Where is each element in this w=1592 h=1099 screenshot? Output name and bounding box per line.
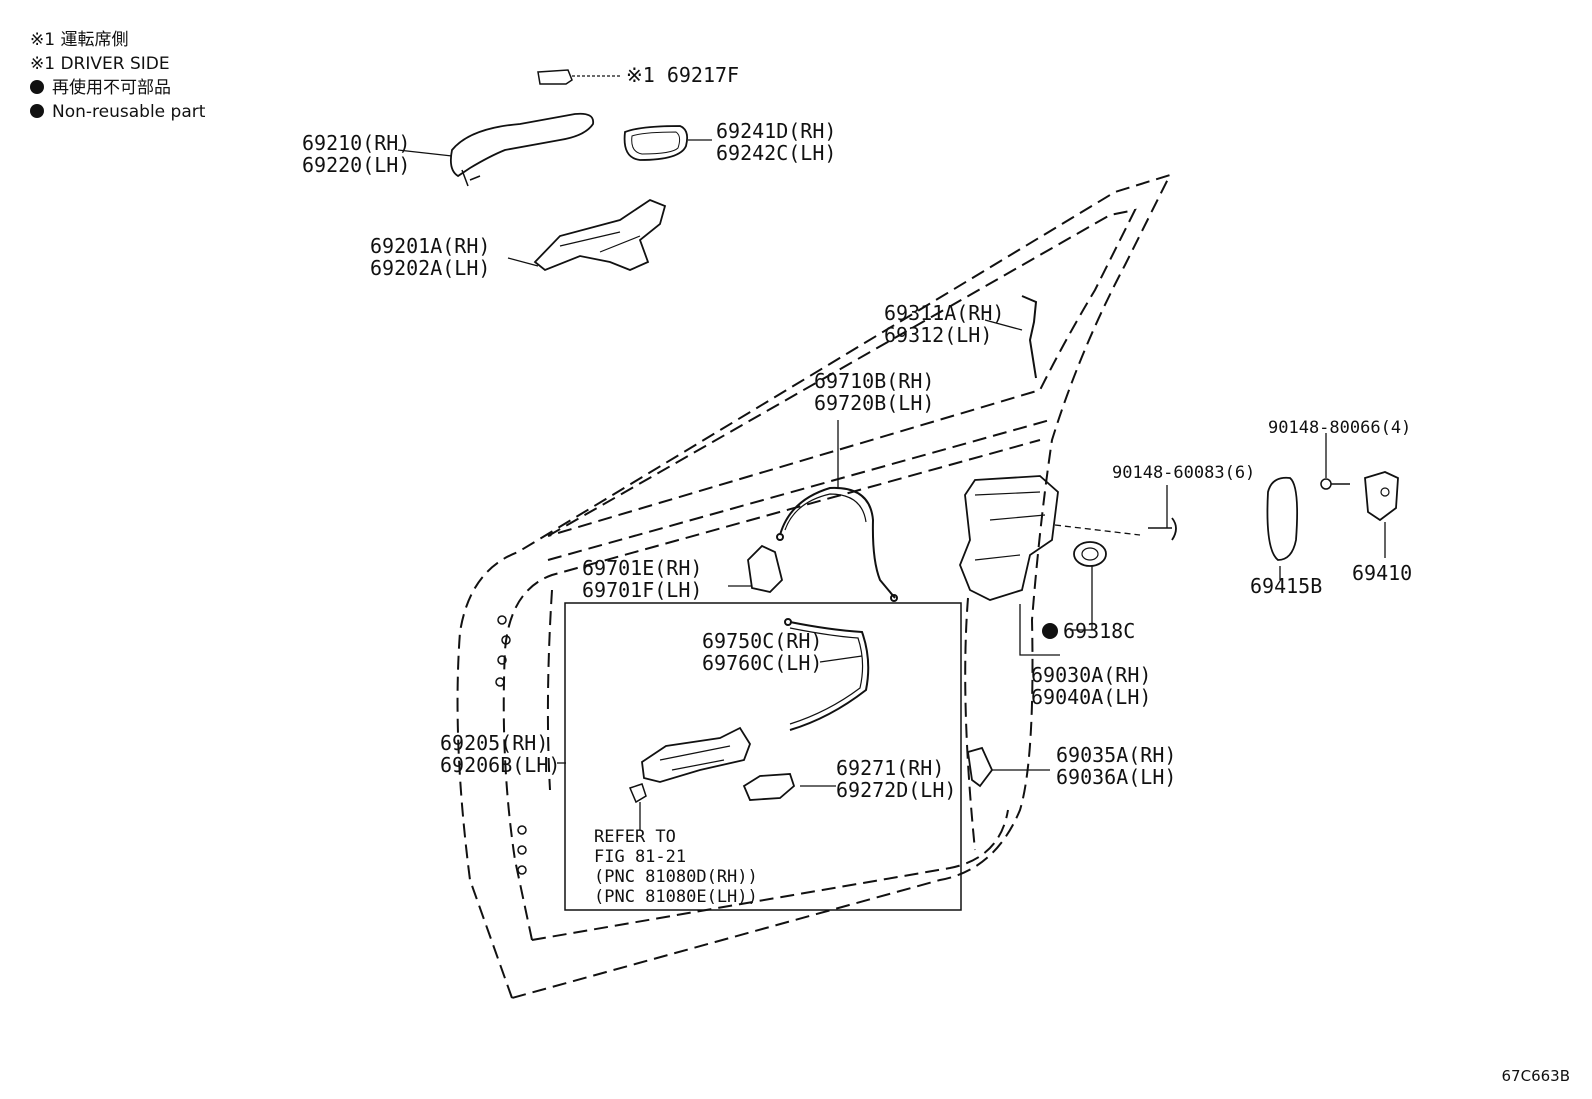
lock-cable-clamp-part xyxy=(966,746,994,788)
door-rear-edge xyxy=(964,597,976,851)
diagram-code: 67C663B xyxy=(1501,1067,1570,1085)
label-69217f: ※1 69217F xyxy=(626,63,739,87)
inside-handle-bezel-part xyxy=(742,773,796,801)
legend-driver-side-en: ※1 DRIVER SIDE xyxy=(30,54,170,74)
door-bottom-inner xyxy=(531,809,1009,941)
label-69271-rh: 69271(RH) xyxy=(836,756,944,780)
door-hole xyxy=(497,655,507,665)
door-hole xyxy=(497,615,507,625)
lock-screw-part xyxy=(1148,517,1177,541)
label-69318c: 69318C xyxy=(1063,619,1135,643)
legend-nonreusable-jp-text: 再使用不可部品 xyxy=(52,78,171,98)
door-hole xyxy=(501,635,511,645)
door-front-pillar xyxy=(546,589,553,791)
label-69205-rh: 69205(RH) xyxy=(440,731,548,755)
striker-cover-part xyxy=(1266,476,1299,561)
inside-handle-cable-part xyxy=(784,618,870,731)
nonreusable-dot-icon xyxy=(30,104,44,118)
label-69701f-lh: 69701F(LH) xyxy=(582,578,702,602)
label-69410: 69410 xyxy=(1352,561,1412,585)
inside-handle-clip-part xyxy=(628,783,647,804)
door-hole xyxy=(495,677,505,687)
outside-handle-part xyxy=(449,112,595,187)
inner-handle-detail-box xyxy=(564,602,962,911)
lock-rod-part xyxy=(1021,295,1038,379)
nonreusable-dot-icon xyxy=(30,80,44,94)
leader-lines xyxy=(397,75,1386,830)
label-69760c-lh: 69760C(LH) xyxy=(702,651,822,675)
door-outline xyxy=(456,173,1172,999)
reference-line-2: FIG 81-21 xyxy=(594,847,686,867)
door-holes xyxy=(495,615,527,875)
label-69036a-lh: 69036A(LH) xyxy=(1056,765,1176,789)
cable-end xyxy=(776,533,784,541)
reference-line-4: (PNC 81080E(LH)) xyxy=(594,887,758,907)
label-69710b-rh: 69710B(RH) xyxy=(814,369,934,393)
label-69220-lh: 69220(LH) xyxy=(302,153,410,177)
label-69030a-rh: 69030A(RH) xyxy=(1031,663,1151,687)
outside-handle-frame-part xyxy=(533,198,667,272)
cable-end xyxy=(890,594,898,602)
door-striker-part xyxy=(1364,471,1399,522)
label-69415b: 69415B xyxy=(1250,574,1322,598)
legend: ※1 運転席側 ※1 DRIVER SIDE 再使用不可部品 Non-reusa… xyxy=(30,28,205,124)
label-69040a-lh: 69040A(LH) xyxy=(1031,685,1151,709)
label-69272d-lh: 69272D(LH) xyxy=(836,778,956,802)
label-69720b-lh: 69720B(LH) xyxy=(814,391,934,415)
door-hole xyxy=(517,845,527,855)
door-hole xyxy=(517,825,527,835)
label-90148-80066: 90148-80066(4) xyxy=(1268,418,1411,438)
legend-nonreusable-en-text: Non-reusable part xyxy=(52,102,206,122)
door-window-inner xyxy=(547,208,1137,537)
lock-cable-part xyxy=(776,486,898,602)
label-69750c-rh: 69750C(RH) xyxy=(702,629,822,653)
inside-handle-part xyxy=(641,726,751,783)
label-69241d-rh: 69241D(RH) xyxy=(716,119,836,143)
reference-line-3: (PNC 81080D(RH)) xyxy=(594,867,758,887)
door-lock-assembly-part xyxy=(959,475,1059,601)
lock-control-bracket-part xyxy=(747,544,783,593)
label-69701e-rh: 69701E(RH) xyxy=(582,556,702,580)
label-69242c-lh: 69242C(LH) xyxy=(716,141,836,165)
nonreusable-marker-icon xyxy=(1042,623,1058,639)
lock-washer-part xyxy=(1073,541,1107,567)
legend-nonreusable-en: Non-reusable part xyxy=(30,100,205,124)
legend-driver-side-jp: ※1 運転席側 xyxy=(30,30,129,50)
label-69311a-rh: 69311A(RH) xyxy=(884,301,1004,325)
label-69201a-rh: 69201A(RH) xyxy=(370,234,490,258)
striker-screw-part xyxy=(1320,478,1350,490)
cable-end xyxy=(784,618,792,626)
label-69206b-lh: 69206B(LH) xyxy=(440,753,560,777)
key-cylinder-cap-part xyxy=(537,69,573,85)
label-69210-rh: 69210(RH) xyxy=(302,131,410,155)
door-belt-line xyxy=(547,419,1051,561)
label-69202a-lh: 69202A(LH) xyxy=(370,256,490,280)
label-69035a-rh: 69035A(RH) xyxy=(1056,743,1176,767)
door-outer-frame xyxy=(456,173,1172,999)
label-90148-60083: 90148-60083(6) xyxy=(1112,463,1255,483)
label-69312-lh: 69312(LH) xyxy=(884,323,992,347)
reference-line-1: REFER TO xyxy=(594,827,676,847)
door-inner-panel xyxy=(502,439,1041,941)
legend-nonreusable-jp: 再使用不可部品 xyxy=(30,76,205,100)
door-hole xyxy=(517,865,527,875)
handle-pad-part xyxy=(623,125,689,161)
